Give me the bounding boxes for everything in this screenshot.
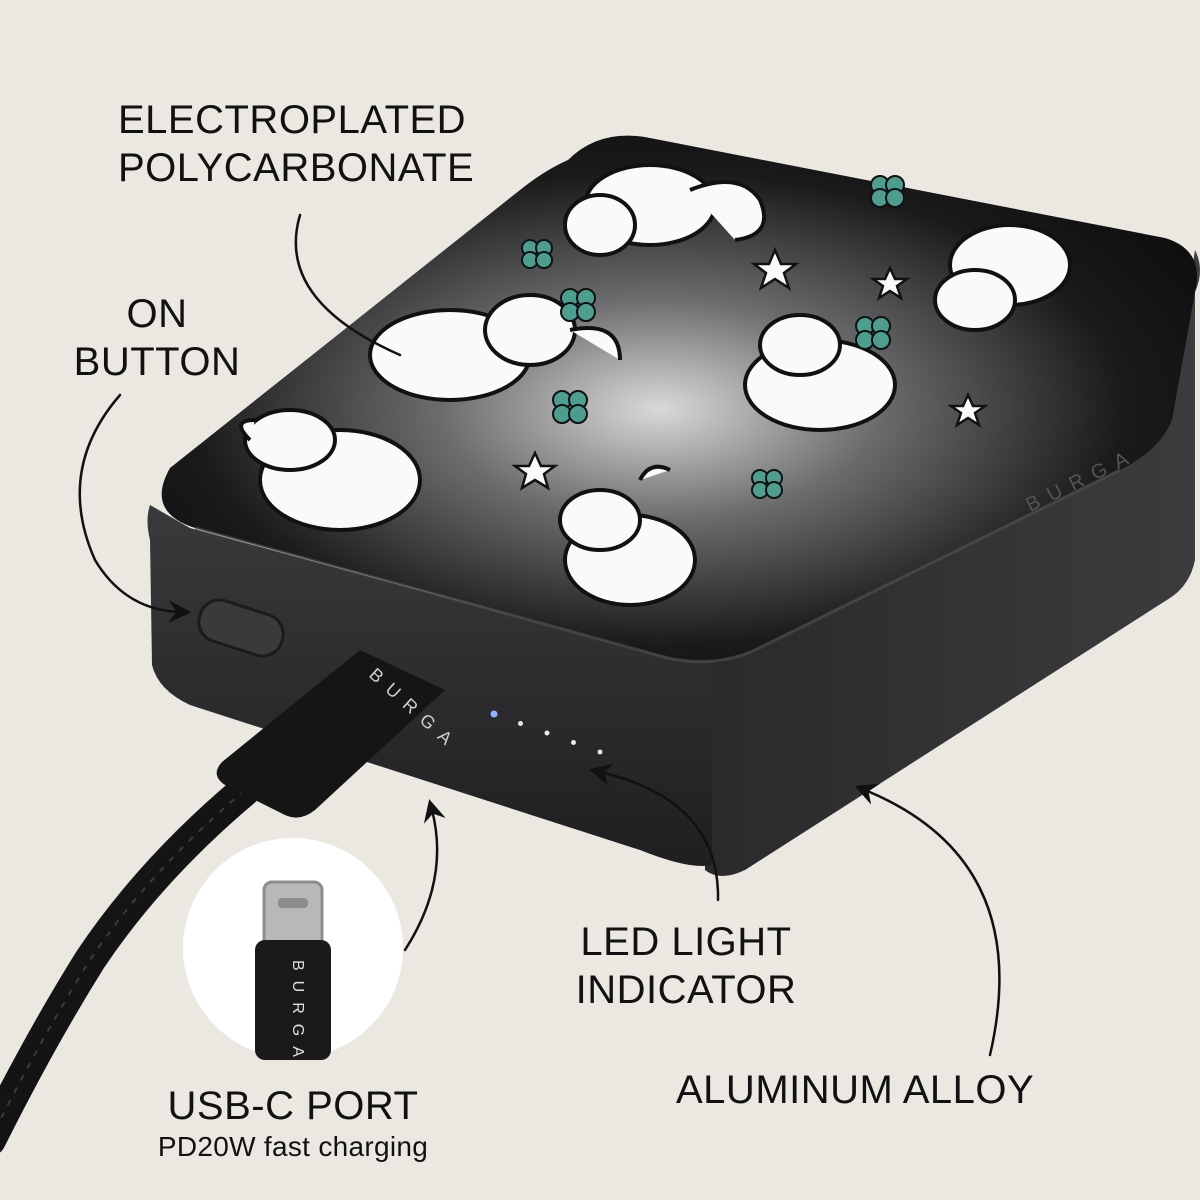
star-icon (947, 391, 989, 428)
elephant-artwork (239, 163, 1072, 607)
star-artwork (511, 246, 989, 491)
on-button-label: ON BUTTON (62, 290, 252, 386)
alloy-label-line1: ALUMINUM ALLOY (676, 1068, 1035, 1112)
top-plate (161, 135, 1198, 662)
side-right (705, 250, 1200, 876)
clover-icon (552, 390, 588, 424)
clover-icon (521, 239, 553, 269)
clover-icon (560, 288, 596, 322)
led-label: LED LIGHT INDICATOR (556, 918, 816, 1014)
clover-icon (870, 175, 905, 208)
elephant-icon (558, 464, 697, 607)
clover-artwork (521, 175, 905, 499)
led-label-line1: LED LIGHT (580, 920, 792, 964)
on-button-arrow (78, 393, 192, 623)
elephant-icon (368, 293, 622, 402)
led-dot (597, 749, 603, 755)
elephant-icon (933, 223, 1072, 332)
led-indicator (490, 710, 603, 755)
led-label-line2: INDICATOR (575, 968, 797, 1012)
elephant-icon (239, 408, 422, 532)
alloy-arrow (854, 783, 1001, 1057)
clover-icon (855, 316, 891, 350)
led-arrow (589, 763, 720, 902)
on-button-label-line1: ON (126, 292, 188, 336)
star-icon (869, 264, 911, 301)
usb-port-detail: PD20W fast charging (157, 1131, 429, 1162)
alloy-label: ALUMINUM ALLOY (676, 1066, 1034, 1114)
power-bank: BURGA (147, 135, 1200, 876)
elephant-icon (743, 313, 897, 432)
usb-port-title: USB-C PORT (167, 1084, 419, 1128)
led-dot (571, 740, 576, 745)
on-button-label-line2: BUTTON (73, 340, 241, 384)
star-icon (511, 450, 559, 491)
led-dot (490, 710, 498, 718)
top-rim (194, 468, 1121, 664)
inset-brand-mark: BURGA (289, 960, 306, 1067)
connector-housing (255, 940, 331, 1060)
led-dot (518, 721, 523, 726)
cable-plug (216, 650, 445, 818)
polycarbonate-label-line2: POLYCARBONATE (118, 146, 475, 190)
polycarbonate-label: ELECTROPLATED POLYCARBONATE (118, 96, 474, 192)
on-button[interactable] (194, 595, 289, 662)
clover-icon (751, 469, 783, 499)
callout-arrows (78, 213, 1001, 1057)
star-icon (750, 246, 800, 291)
polycarbonate-label-line1: ELECTROPLATED (118, 98, 467, 142)
usb-c-inset: BURGA (183, 838, 403, 1067)
led-dot (544, 730, 550, 736)
usb-port-label: USB-C PORT PD20W fast charging (138, 1082, 448, 1164)
elephant-icon (563, 163, 766, 257)
usb-port-arrow (403, 799, 446, 952)
polycarbonate-leader (294, 213, 402, 357)
